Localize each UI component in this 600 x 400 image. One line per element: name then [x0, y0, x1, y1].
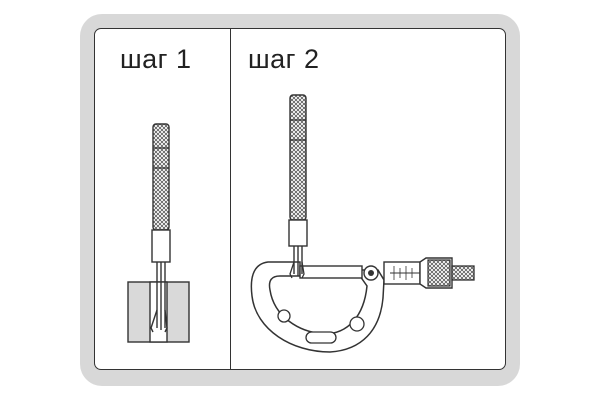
telescoping-gauge-icon: [150, 123, 171, 333]
telescoping-gauge-icon: [288, 94, 308, 279]
step-1-label: шаг 1: [120, 44, 192, 74]
step-2-label: шаг 2: [248, 44, 320, 74]
step-divider: [230, 28, 231, 370]
gauge-block-icon: [127, 281, 190, 343]
micrometer-icon: [250, 257, 475, 353]
